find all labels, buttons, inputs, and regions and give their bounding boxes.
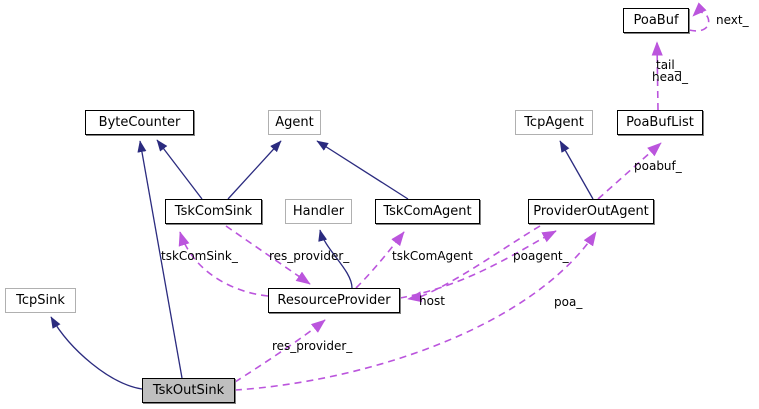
edge-label-head: head_ [652,70,688,84]
class-node-tskcomagent[interactable]: TskComAgent [375,199,480,224]
edge-tskoutsink-provideroutagent [234,231,597,391]
class-node-tcpsink[interactable]: TcpSink [5,288,76,313]
class-node-poabuf[interactable]: PoaBuf [623,8,689,33]
class-node-poabuflist[interactable]: PoaBufList [617,110,703,135]
edge-tskcomsink-resourceprovider [225,225,311,285]
class-node-provideroutagent[interactable]: ProviderOutAgent [528,199,654,224]
edge-resourceprovider-tskcomsink [178,231,269,297]
class-node-tskoutsink[interactable]: TskOutSink [142,378,235,403]
edge-tskcomsink-agent [227,140,282,200]
class-node-bytecounter[interactable]: ByteCounter [85,110,194,135]
edge-label-res-provider: res_provider_ [269,249,350,263]
edge-label-res-provider-2: res_provider_ [272,339,353,353]
edge-label-tskcomagent: tskComAgent [392,249,473,263]
class-node-tskcomsink[interactable]: TskComSink [165,199,262,224]
edge-resourceprovider-provideroutagent [399,230,557,299]
edge-label-poagent: poagent_ [513,249,569,263]
class-node-handler[interactable]: Handler [285,199,352,224]
edge-label-tail: tail_ [656,58,681,72]
class-node-tcpagent[interactable]: TcpAgent [515,110,593,135]
edge-label-tskcomsink: tskComSink_ [161,249,238,263]
edge-tskoutsink-tcpsink [50,316,143,390]
edge-tskcomagent-agent [316,140,409,200]
edge-tskoutsink-bytecounter [137,140,183,379]
edge-resourceprovider-tskcomagent [355,231,405,289]
edge-tskoutsink-resourceprovider [234,319,326,383]
edge-label-next: next_ [716,13,749,27]
class-node-agent[interactable]: Agent [268,110,321,135]
edge-poabuf-next [688,2,710,32]
edge-label-host: host [419,294,445,308]
edge-tskcomsink-bytecounter [156,139,203,200]
edge-label-poa: poa_ [554,295,583,309]
edge-provideroutagent-tcpagent [559,140,594,200]
class-node-resourceprovider[interactable]: ResourceProvider [268,288,400,313]
edge-provideroutagent-resourceprovider-host [407,225,541,303]
edge-provideroutagent-poabuflist [597,142,662,200]
edge-resourceprovider-handler [318,229,353,289]
edge-label-poabuf: poabuf_ [634,159,682,173]
